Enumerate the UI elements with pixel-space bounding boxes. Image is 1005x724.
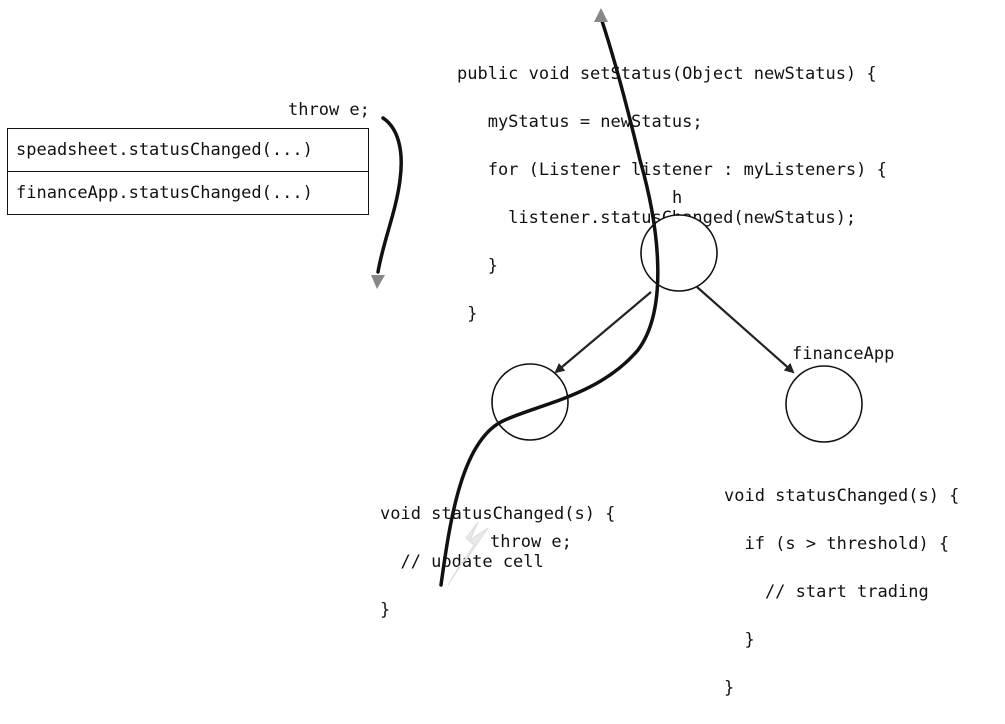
node-h — [640, 214, 718, 292]
stack-frame-spreadsheet: speadsheet.statusChanged(...) — [16, 140, 313, 160]
code-line: } — [457, 256, 498, 276]
rethrow-curve — [376, 116, 403, 274]
diagram-graphics — [371, 8, 863, 587]
node-finance-app — [785, 365, 863, 443]
call-stack: speadsheet.statusChanged(...) financeApp… — [7, 128, 369, 215]
edge-h-to-finance-app — [696, 286, 795, 374]
throw-label-top: throw e; — [288, 100, 370, 120]
node-label-finance-app: financeApp — [792, 344, 895, 364]
lightning-bolt — [447, 521, 489, 586]
throw-label-bottom: throw e; — [490, 532, 572, 552]
code-line: // start trading — [724, 582, 929, 602]
code-line: void statusChanged(s) { — [724, 486, 960, 506]
rethrow-arrowhead — [371, 275, 385, 289]
node-label-h: h — [672, 188, 683, 208]
exception-propagation-curve — [439, 16, 660, 587]
code-line: } — [457, 304, 478, 324]
node-spreadsheet — [491, 363, 569, 441]
edge-h-to-spreadsheet — [554, 291, 652, 374]
stack-frame-finance-app: financeApp.statusChanged(...) — [8, 171, 368, 214]
finance-code: void statusChanged(s) { if (s > threshol… — [724, 460, 959, 724]
code-line: } — [724, 630, 755, 650]
code-line: for (Listener listener : myListeners) { — [457, 160, 887, 180]
code-line: if (s > threshold) { — [724, 534, 950, 554]
code-line: myStatus = newStatus; — [457, 112, 703, 132]
code-line: } — [724, 678, 735, 698]
exception-arrowhead-top — [594, 8, 608, 22]
code-line: void statusChanged(s) { — [380, 504, 616, 524]
